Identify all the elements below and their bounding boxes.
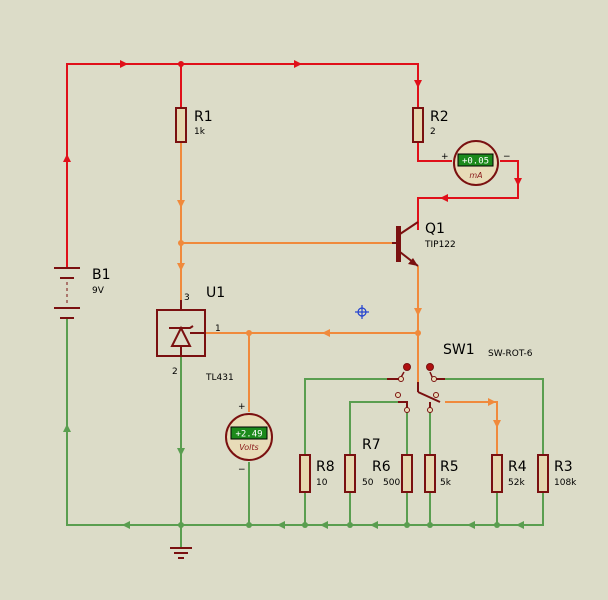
green-junctions: [178, 522, 500, 528]
b1-value: 9V: [92, 286, 105, 296]
u1-pin-top: 3: [184, 293, 190, 303]
u1-pin-bottom: 2: [172, 367, 178, 377]
u1-label: U1: [206, 285, 225, 301]
ammeter-unit: mA: [469, 171, 482, 180]
junction-emitter: [415, 330, 421, 336]
resistor-r7[interactable]: R7 50: [344, 437, 381, 493]
r3-value: 108k: [554, 478, 577, 488]
voltmeter-plus: +: [238, 402, 246, 412]
junction-vref: [246, 330, 252, 336]
r1-label: R1: [194, 109, 213, 125]
voltmeter-reading: +2.49: [235, 430, 262, 440]
r5-label: R5: [440, 459, 459, 475]
r7-label: R7: [362, 437, 381, 453]
orange-arrows: [177, 200, 501, 428]
junction-top: [178, 61, 184, 67]
red-arrows: [63, 60, 522, 202]
sw1-label: SW1: [443, 342, 475, 358]
resistor-r8[interactable]: R8 10: [299, 454, 335, 493]
transistor-q1[interactable]: Q1 TIP122: [392, 221, 456, 267]
ammeter-minus: −: [503, 152, 511, 162]
resistor-r4[interactable]: R4 52k: [491, 454, 527, 493]
r4-label: R4: [508, 459, 527, 475]
r2-label: R2: [430, 109, 449, 125]
u1-pin-right: 1: [215, 324, 221, 334]
resistor-r2[interactable]: R2 2: [412, 107, 449, 143]
q1-label: Q1: [425, 221, 445, 237]
q1-value: TIP122: [424, 240, 456, 250]
resistor-r3[interactable]: R3 108k: [537, 454, 577, 493]
wire-red: [66, 63, 519, 268]
ammeter-reading: +0.05: [462, 157, 489, 167]
junction-base: [178, 240, 184, 246]
ground-symbol-icon: [170, 547, 192, 559]
crosshair-probe-icon[interactable]: [355, 305, 369, 319]
r6-label: R6: [372, 459, 391, 475]
r2-value: 2: [430, 127, 436, 137]
rotary-switch-sw1[interactable]: SW1 SW-ROT-6: [387, 342, 533, 413]
wire-orange: [180, 142, 498, 455]
green-arrows: [63, 424, 524, 529]
voltmeter[interactable]: +2.49 Volts + −: [225, 402, 273, 475]
r4-value: 52k: [508, 478, 525, 488]
ammeter-plus: +: [441, 152, 449, 162]
resistor-r6[interactable]: R6 500: [372, 454, 413, 493]
r5-value: 5k: [440, 478, 452, 488]
voltmeter-minus: −: [238, 465, 246, 475]
r3-label: R3: [554, 459, 573, 475]
u1-value: TL431: [205, 373, 234, 383]
shunt-regulator-u1[interactable]: U1 TL431 3 1 2: [156, 285, 234, 383]
r8-label: R8: [316, 459, 335, 475]
resistor-r1[interactable]: R1 1k: [175, 107, 213, 143]
r6-value: 500: [383, 478, 400, 488]
r7-value: 50: [362, 478, 374, 488]
r1-value: 1k: [194, 127, 206, 137]
ammeter[interactable]: +0.05 mA + −: [441, 140, 511, 186]
b1-label: B1: [92, 267, 111, 283]
battery-b1[interactable]: B1 9V: [54, 267, 111, 319]
resistor-r5[interactable]: R5 5k: [424, 454, 459, 493]
r8-value: 10: [316, 478, 328, 488]
sw1-value: SW-ROT-6: [488, 349, 533, 359]
voltmeter-unit: Volts: [239, 443, 258, 452]
